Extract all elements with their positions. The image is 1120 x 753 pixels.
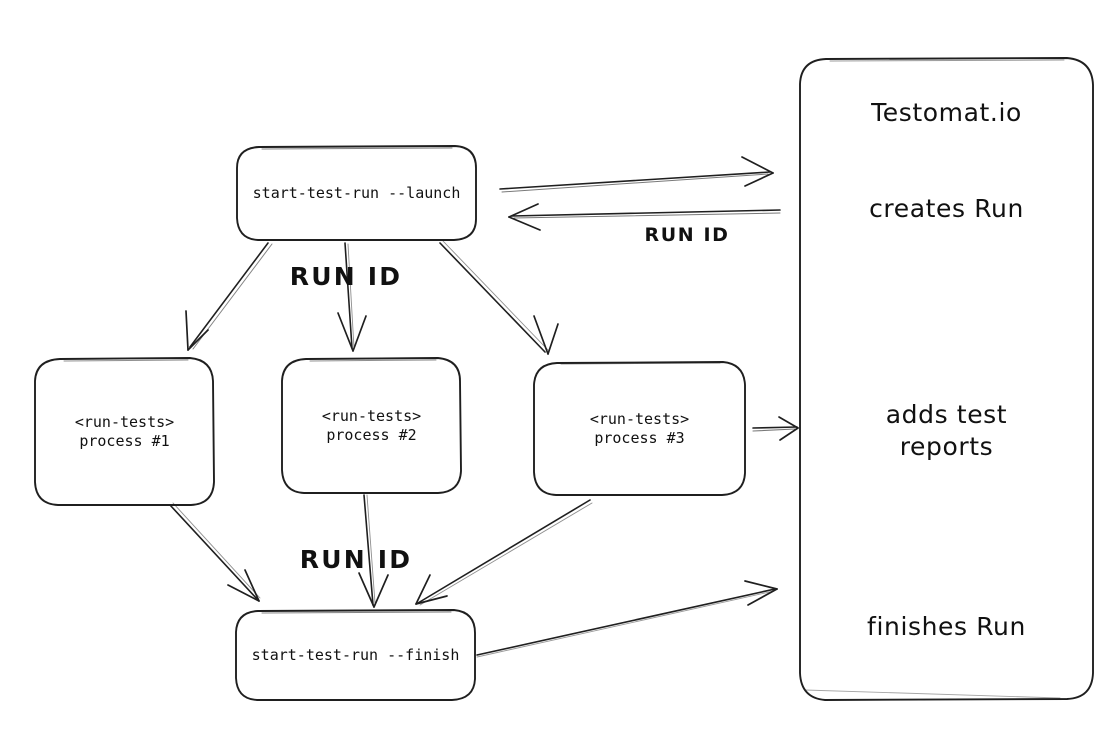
process-3-label-line-1: <run-tests> xyxy=(589,409,690,428)
edge-testomat-to-launch xyxy=(508,203,781,231)
process-3-label-wrap: <run-tests> process #3 xyxy=(534,362,745,495)
edge-launch-to-process-2 xyxy=(337,242,367,352)
edge-launch-to-testomat xyxy=(499,156,774,193)
edge-process-1-to-finish xyxy=(169,502,261,602)
launch-box-label: start-test-run --launch xyxy=(252,183,461,202)
finish-box-label-wrap: start-test-run --finish xyxy=(236,610,475,700)
process-2-label-line-2: process #2 xyxy=(326,425,417,444)
edge-finish-to-testomat xyxy=(476,580,778,658)
process-1-label-wrap: <run-tests> process #1 xyxy=(35,358,214,506)
process-2-label-line-1: <run-tests> xyxy=(321,406,422,425)
process-1-label-line-2: process #1 xyxy=(79,432,170,450)
process-1-label-line-1: <run-tests> xyxy=(74,413,175,431)
edge-process-3-to-testomat xyxy=(752,416,799,441)
process-2-label-wrap: <run-tests> process #2 xyxy=(282,358,461,493)
process-3-label-line-2: process #3 xyxy=(594,428,685,447)
process-3-box-outline[interactable] xyxy=(533,361,746,496)
process-2-box-outline[interactable] xyxy=(281,357,462,494)
edge-process-3-to-finish xyxy=(415,499,593,606)
finish-box-label: start-test-run --finish xyxy=(251,645,460,664)
launch-box-label-wrap: start-test-run --launch xyxy=(237,146,476,240)
edge-process-2-to-finish xyxy=(358,494,389,608)
launch-box-outline[interactable] xyxy=(236,145,477,241)
edge-launch-to-process-3 xyxy=(439,240,559,355)
edge-launch-to-process-1 xyxy=(185,242,273,351)
testomat-panel-outline[interactable] xyxy=(799,57,1094,701)
process-1-box-outline[interactable] xyxy=(34,357,215,506)
finish-box-outline[interactable] xyxy=(235,609,476,701)
